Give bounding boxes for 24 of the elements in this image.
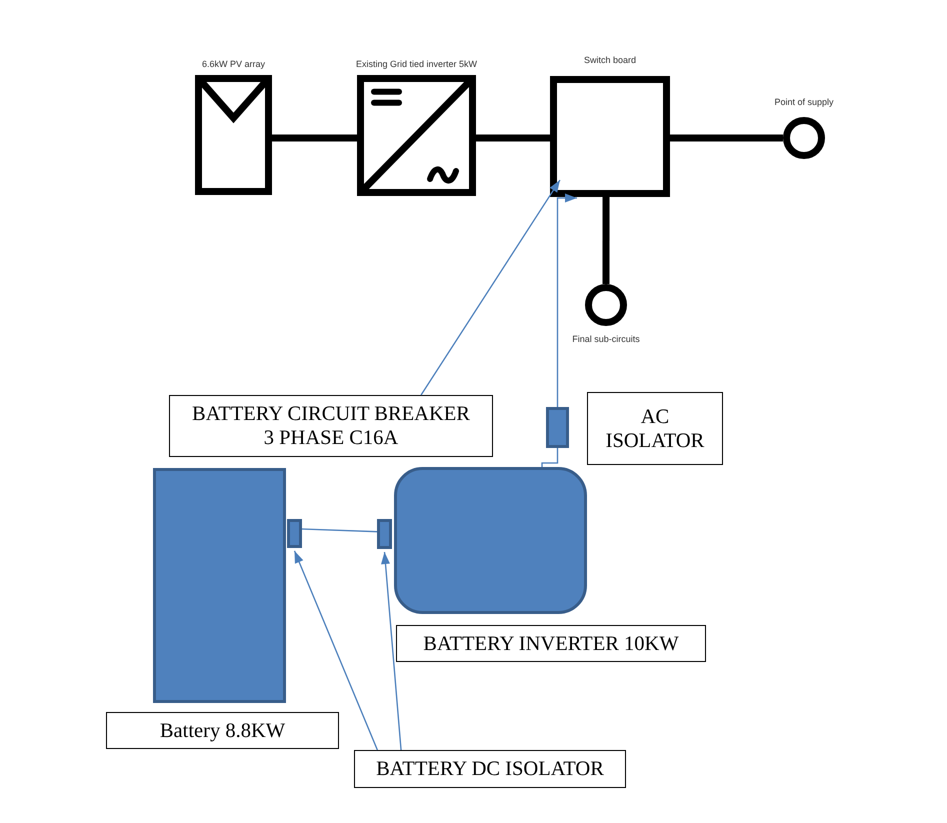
- callout-label: AC ISOLATOR: [587, 392, 723, 465]
- isolator-block: [377, 519, 392, 549]
- component-label: Switch board: [584, 54, 636, 66]
- cable-line: [602, 197, 610, 284]
- callout-label: BATTERY DC ISOLATOR: [354, 750, 626, 788]
- callout-label: Battery 8.8KW: [106, 712, 339, 749]
- isolator-block: [287, 519, 302, 548]
- inverter-block: [394, 467, 587, 614]
- component-label: 6.6kW PV array: [202, 58, 266, 70]
- cable-line: [670, 134, 783, 142]
- component-label: Point of supply: [774, 96, 834, 108]
- cable-line: [272, 134, 357, 142]
- battery-block: [153, 468, 286, 703]
- callout-label: BATTERY CIRCUIT BREAKER 3 PHASE C16A: [169, 395, 493, 457]
- leader-arrow: [420, 180, 560, 396]
- leader-arrow: [381, 552, 402, 750]
- isolator-block: [546, 407, 569, 448]
- callout-label: BATTERY INVERTER 10KW: [396, 625, 706, 662]
- cable-line: [476, 134, 550, 142]
- wire-line: [541, 448, 558, 467]
- wire-line: [302, 528, 378, 532]
- component-label: Final sub-circuits: [572, 334, 640, 344]
- leader-arrow: [294, 550, 378, 750]
- component-label: Existing Grid tied inverter 5kW: [356, 58, 478, 70]
